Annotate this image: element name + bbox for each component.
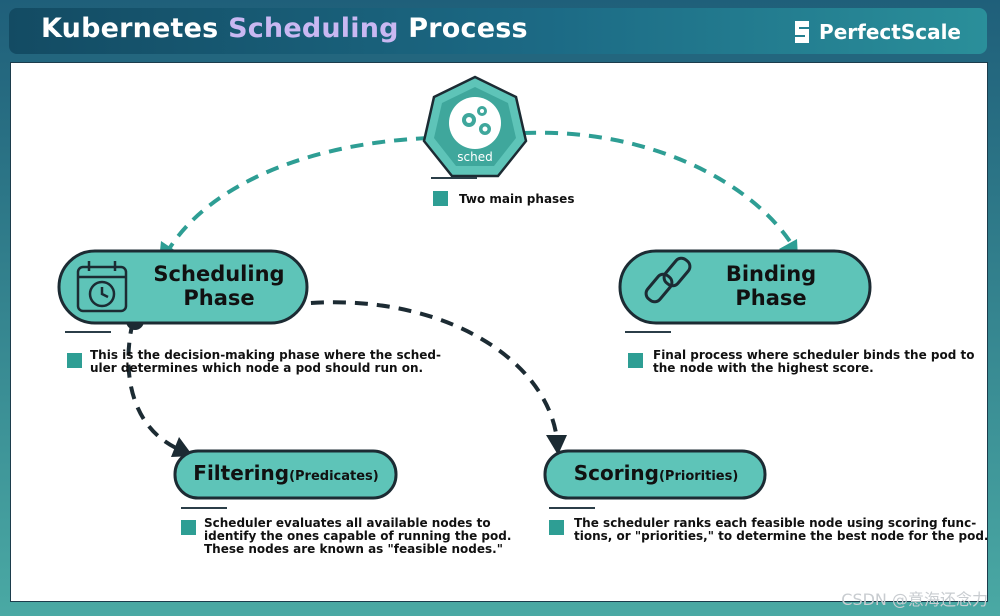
- binding-desc-line1: Final process where scheduler binds the …: [653, 348, 975, 362]
- binding-phase-line1: Binding: [725, 262, 817, 286]
- scoring-title: Scoring(Priorities): [551, 461, 761, 485]
- scoring-label: Scoring: [573, 461, 659, 485]
- scheduling-phase-line2: Phase: [183, 286, 255, 310]
- calendar-clock-icon: [76, 261, 128, 313]
- filtering-bullet: [181, 520, 196, 535]
- arrowhead-scoring: [546, 435, 567, 455]
- perfectscale-logo-icon: [795, 21, 810, 43]
- filtering-label: Filtering: [193, 461, 290, 485]
- scheduling-phase-line1: Scheduling: [153, 262, 285, 286]
- scheduling-desc: This is the decision-making phase where …: [90, 349, 441, 375]
- scoring-desc: The scheduler ranks each feasible node u…: [574, 517, 989, 543]
- scoring-rule: [549, 507, 595, 509]
- binding-desc-line2: the node with the highest score.: [653, 361, 874, 375]
- arrow-scheduling-to-filtering: [126, 320, 177, 450]
- scheduling-rule: [65, 331, 111, 333]
- scoring-sub: (Priorities): [658, 469, 739, 484]
- arrow-sched-to-scheduling: [167, 136, 430, 251]
- filtering-sub: (Predicates): [289, 469, 379, 484]
- title-accent: Scheduling: [228, 13, 399, 44]
- scoring-desc-line1: The scheduler ranks each feasible node u…: [574, 516, 977, 530]
- binding-desc: Final process where scheduler binds the …: [653, 349, 974, 375]
- binding-phase-line2: Phase: [735, 286, 807, 310]
- brand: PerfectScale: [791, 18, 961, 46]
- filtering-desc-line2: identify the ones capable of running the…: [204, 529, 512, 543]
- filtering-desc: Scheduler evaluates all available nodes …: [204, 517, 511, 556]
- title-main: Kubernetes: [41, 13, 219, 44]
- sched-label: sched: [457, 150, 492, 164]
- arrow-scheduling-to-scoring: [288, 300, 558, 434]
- binding-bullet: [628, 353, 643, 368]
- chain-link-icon: [644, 256, 692, 304]
- diagram-canvas: sched Scheduling Phase Bin: [10, 62, 989, 602]
- binding-phase-pill: [618, 249, 872, 325]
- title-end: Process: [408, 13, 528, 44]
- filtering-title: Filtering(Predicates): [181, 461, 391, 485]
- arrow-sched-to-binding: [522, 130, 793, 245]
- sched-bullet: [433, 191, 448, 206]
- binding-rule: [625, 331, 671, 333]
- header-bar: Kubernetes Scheduling Process PerfectSca…: [9, 8, 987, 54]
- page-title: Kubernetes Scheduling Process: [41, 13, 528, 44]
- scoring-bullet: [549, 520, 564, 535]
- scheduling-phase-title: Scheduling Phase: [139, 262, 299, 310]
- diagram-svg: sched: [57, 75, 872, 509]
- filtering-desc-line3: These nodes are known as "feasible nodes…: [204, 542, 503, 556]
- filtering-rule: [181, 507, 227, 509]
- scoring-pill: [543, 449, 767, 500]
- scheduling-phase-pill: [57, 249, 309, 325]
- scheduling-desc-line2: uler determines which node a pod should …: [90, 361, 424, 375]
- scheduling-desc-line1: This is the decision-making phase where …: [90, 348, 441, 362]
- filtering-desc-line1: Scheduler evaluates all available nodes …: [204, 516, 491, 530]
- watermark: CSDN @意海还念力: [841, 590, 988, 609]
- gears-icon: [462, 106, 491, 135]
- scoring-desc-line2: tions, or "priorities," to determine the…: [574, 529, 989, 543]
- brand-name: PerfectScale: [819, 20, 961, 44]
- binding-phase-title: Binding Phase: [691, 262, 851, 310]
- scheduling-bullet: [67, 353, 82, 368]
- sched-caption: Two main phases: [459, 192, 575, 206]
- sched-rule: [431, 177, 477, 179]
- filtering-pill: [173, 449, 398, 500]
